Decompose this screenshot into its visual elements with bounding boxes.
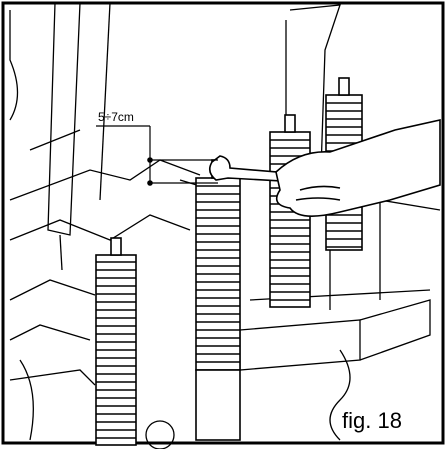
- figure-caption: fig. 18: [338, 408, 406, 434]
- dimension-label: 5÷7cm: [98, 110, 134, 124]
- machine-body: [9, 2, 441, 449]
- spring-front-left: [95, 237, 137, 446]
- dimension-marker: [96, 125, 218, 186]
- spring-front-center: [195, 159, 241, 441]
- hand-icon: [275, 119, 441, 217]
